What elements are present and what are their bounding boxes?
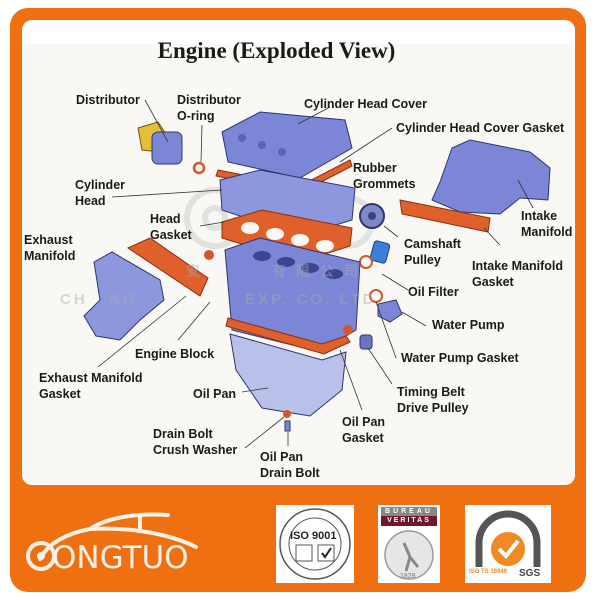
engine-block-part — [224, 237, 361, 353]
iso-9001-cert-badge: ISO 9001 — [276, 505, 354, 583]
label-head-gasket: Head Gasket — [150, 212, 192, 242]
label-exhaust-manifold-gasket: Exhaust Manifold Gasket — [39, 371, 143, 401]
label-water-pump-gasket: Water Pump Gasket — [401, 351, 519, 365]
sgs-standard: ISO TS 16949 — [469, 569, 508, 575]
label-oil-pan: Oil Pan — [193, 387, 237, 401]
bureau-veritas-cert-badge: BUREAU VERITAS 1828 — [378, 505, 440, 583]
oil-pan-drain-bolt-part — [284, 420, 291, 432]
label-oil-filter: Oil Filter — [408, 285, 459, 299]
label-water-pump: Water Pump — [432, 318, 505, 332]
water-pump-part — [377, 299, 403, 323]
label-oil-pan-gasket: Oil Pan Gasket — [342, 415, 386, 445]
iso-label: ISO 9001 — [290, 530, 337, 542]
cylinder-head-cover-part — [221, 111, 353, 179]
leader-lines — [97, 99, 534, 449]
watermark-en: CH NG EXP. CO. LTD. — [60, 291, 384, 308]
timing-belt-drive-pulley-part — [359, 334, 373, 350]
brand-wheel-left-icon — [26, 541, 56, 571]
label-cylinder-head-cover: Cylinder Head Cover — [304, 97, 427, 111]
bv-seal-icon — [384, 530, 434, 580]
oil-pan-part — [229, 333, 347, 417]
bv-mid-label: VERITAS — [381, 516, 437, 526]
sgs-seal-icon — [475, 510, 541, 567]
label-intake-manifold: Intake Manifold — [521, 209, 573, 239]
label-distributor-oring: Distributor O-ring — [177, 93, 241, 123]
oil-filter-part — [369, 240, 391, 264]
oil-pan-gasket-part — [225, 317, 351, 355]
sgs-cert-badge: SGS ISO TS 16949 — [465, 505, 551, 583]
sgs-brand: SGS — [519, 568, 541, 579]
label-intake-manifold-gasket: Intake Manifold Gasket — [472, 259, 563, 289]
label-cylinder-head-cover-gasket: Cylinder Head Cover Gasket — [396, 121, 565, 135]
brand-car-logo-icon — [38, 512, 198, 561]
label-exhaust-manifold: Exhaust Manifold — [24, 233, 76, 263]
label-drain-bolt-crush-washer: Drain Bolt Crush Washer — [153, 427, 238, 457]
diagram-title: Engine (Exploded View) — [157, 38, 396, 63]
label-engine-block: Engine Block — [135, 347, 215, 361]
drain-bolt-crush-washer-part — [283, 410, 291, 418]
label-camshaft-pulley: Camshaft Pulley — [404, 237, 461, 267]
iso-seal-icon — [279, 508, 351, 580]
label-timing-belt-drive-pulley: Timing Belt Drive Pulley — [397, 385, 469, 415]
exhaust-manifold-gasket-part — [126, 237, 209, 297]
label-oil-pan-drain-bolt: Oil Pan Drain Bolt — [260, 450, 320, 480]
distributor-oring-part — [192, 161, 206, 175]
brand-name: ONGTUO — [52, 540, 189, 576]
exhaust-manifold-part — [83, 251, 165, 341]
label-distributor: Distributor — [76, 93, 140, 107]
bv-year: 1828 — [400, 573, 416, 580]
bv-top-label: BUREAU — [381, 507, 437, 516]
label-rubber-grommets: Rubber Grommets — [353, 161, 416, 191]
watermark-cn: 安 有 限 公 司 — [186, 263, 361, 279]
intake-manifold-part — [431, 139, 551, 215]
distributor-part — [137, 121, 183, 165]
label-cylinder-head: Cylinder Head — [75, 178, 126, 208]
